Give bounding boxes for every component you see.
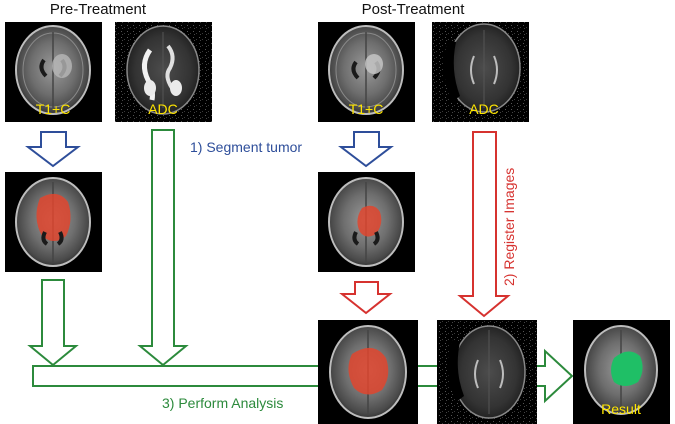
pre-t1c-label: T1+C (36, 101, 71, 117)
pre-t1c-image: T1+C (5, 22, 102, 122)
heading-pre-treatment: Pre-Treatment (50, 1, 147, 18)
post-t1c-label: T1+C (349, 101, 384, 117)
pre-segmented-image (5, 172, 102, 272)
segment-arrow-post (338, 131, 394, 168)
step-analysis-label: 3) Perform Analysis (162, 395, 283, 411)
post-overlay-image (318, 320, 418, 424)
registered-adc-image (437, 320, 537, 424)
pre-adc-label: ADC (148, 101, 178, 117)
step-segment-label: 1) Segment tumor (190, 139, 302, 155)
register-arrow-small (339, 281, 393, 315)
post-adc-label: ADC (469, 101, 499, 117)
post-t1c-image: T1+C (318, 22, 415, 122)
segment-arrow-pre (25, 131, 81, 168)
result-image: Result (573, 320, 670, 424)
post-segmented-image (318, 172, 415, 272)
analysis-arrow-adc (137, 129, 189, 367)
pre-adc-image: ADC (115, 22, 212, 122)
post-adc-image: ADC (432, 22, 529, 122)
result-label: Result (601, 401, 641, 417)
analysis-arrow-horizontal (32, 348, 574, 404)
step-register-label: 2) Register Images (501, 168, 517, 286)
analysis-arrow-pre (27, 279, 79, 367)
register-arrow-long (457, 131, 511, 318)
heading-post-treatment: Post-Treatment (362, 1, 466, 18)
